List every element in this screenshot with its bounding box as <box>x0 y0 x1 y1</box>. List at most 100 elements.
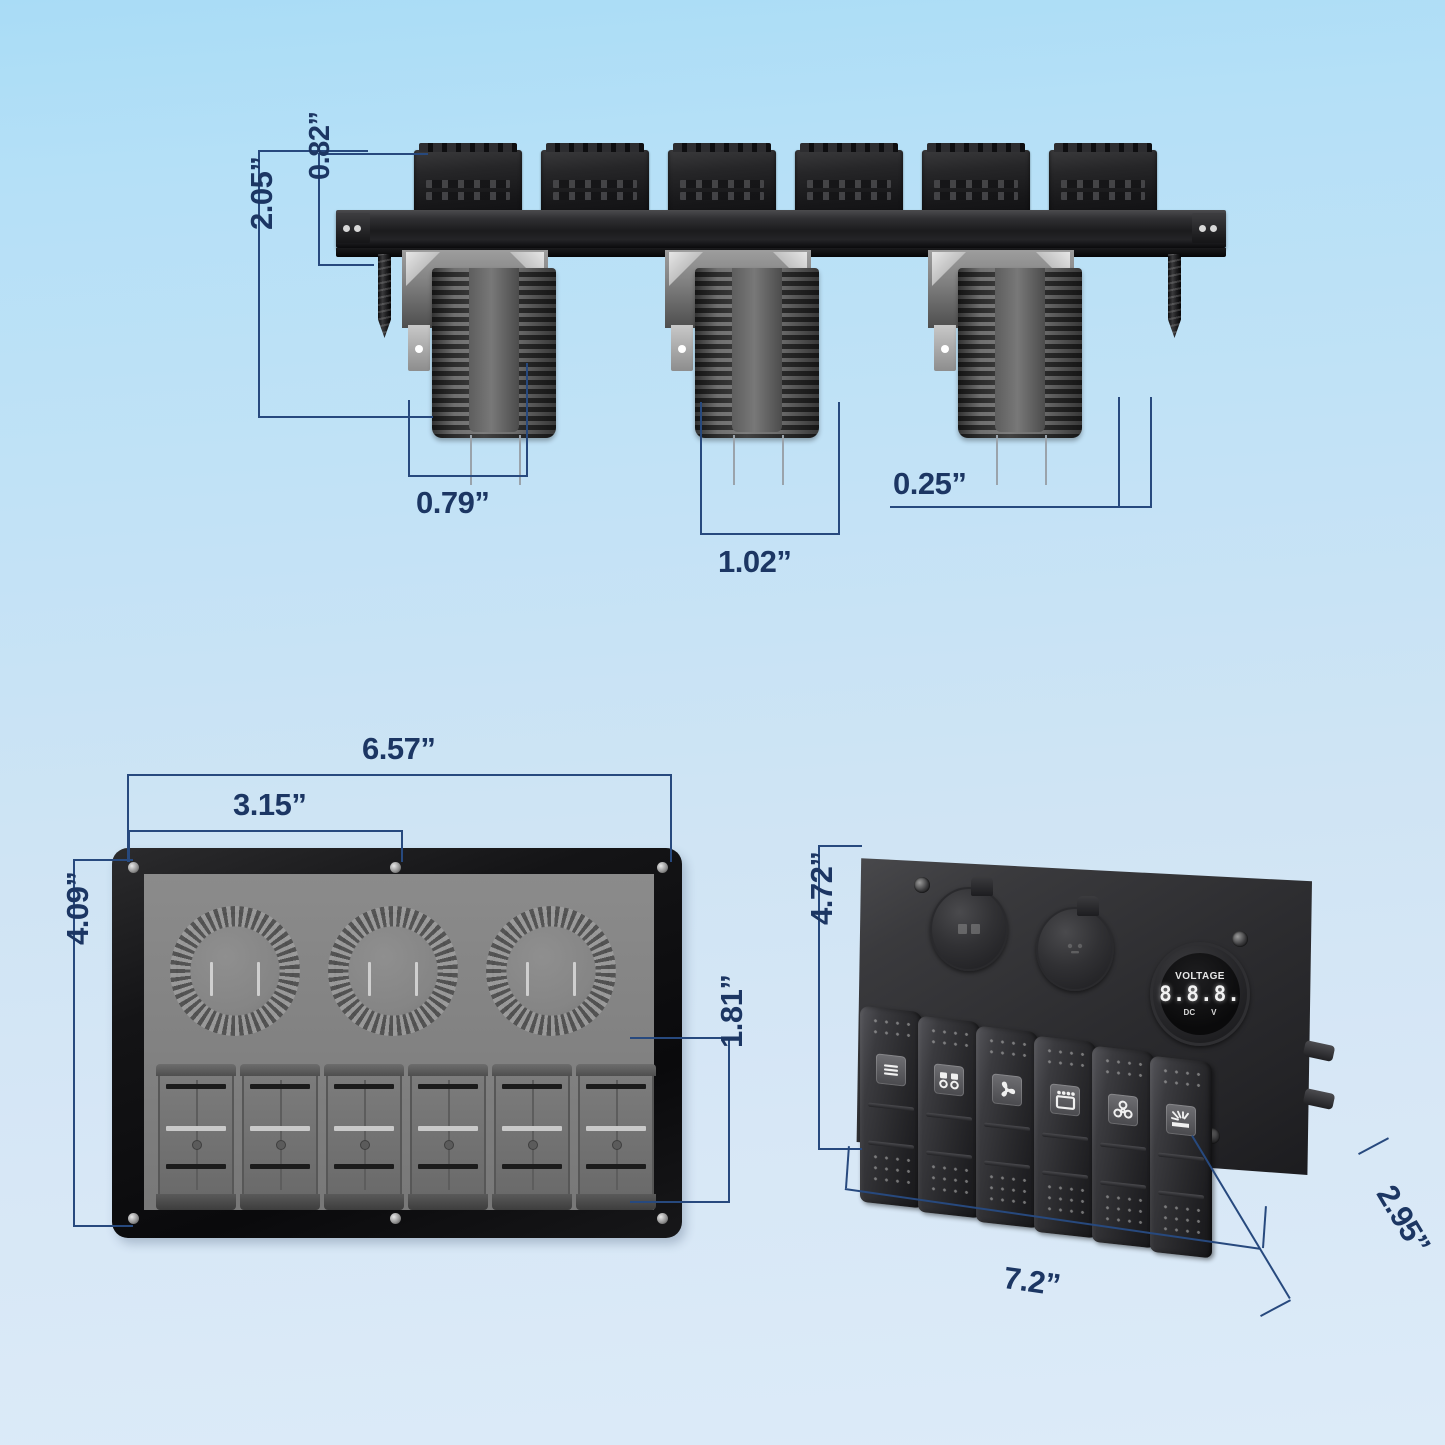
usb-icon <box>952 918 986 940</box>
switch-rear-body <box>1049 143 1157 229</box>
dimline-4-09-top-tick <box>73 859 133 861</box>
dual-lights-icon <box>934 1063 964 1097</box>
socket-pin <box>996 435 998 485</box>
rail-end-left <box>336 213 370 243</box>
mounting-screw <box>1168 254 1181 338</box>
voltmeter-digits: 8.8.8. <box>1159 982 1241 1006</box>
dimline-6-57-horizontal <box>127 774 672 776</box>
iso-rocker-switch-6 <box>1150 1055 1212 1259</box>
front-rocker-switch <box>492 1064 572 1210</box>
iso-view-panel: VOLTAGE 8.8.8. DC V <box>852 845 1336 1300</box>
dimline-3-15-left-tick <box>128 830 130 862</box>
dim-label-1-81: 1.81” <box>714 974 749 1048</box>
iso-mount-hole <box>914 877 930 893</box>
dimline-4-72-bottom-tick <box>818 1148 862 1150</box>
dim-label-0-82: 0.82” <box>304 111 336 180</box>
panel-screw <box>657 1213 668 1224</box>
dimline-2-05-vertical <box>258 150 260 418</box>
dimline-4-09-bottom-tick <box>73 1225 133 1227</box>
iso-rocker-switch-2 <box>918 1015 980 1219</box>
iso-rocker-switch-3 <box>976 1025 1038 1229</box>
dimline-0-82-vertical <box>318 153 320 266</box>
dim-label-2-95: 2.95” <box>1369 1178 1438 1260</box>
dimline-0-25-left-tick <box>1118 397 1120 508</box>
mounting-screw <box>378 254 391 338</box>
dimline-2-95-bottom-tick <box>1260 1299 1291 1317</box>
biohazard-icon <box>1108 1093 1138 1127</box>
power-socket-icon <box>1058 938 1092 960</box>
dimline-1-81-bottom-tick <box>630 1201 730 1203</box>
dimline-1-81-vertical <box>728 1037 730 1203</box>
fan-icon <box>992 1073 1022 1107</box>
front-rocker-switch <box>324 1064 404 1210</box>
terminal-tab <box>671 325 693 371</box>
front-socket <box>328 906 458 1036</box>
socket-barrel <box>432 268 556 438</box>
front-rocker-switch <box>240 1064 320 1210</box>
socket-barrel <box>695 268 819 438</box>
socket-pin <box>1045 435 1047 485</box>
dimline-3-15-horizontal <box>128 830 403 832</box>
dimline-0-79-left-tick <box>408 400 410 476</box>
front-rocker-switch <box>156 1064 236 1210</box>
socket-barrel <box>958 268 1082 438</box>
dim-label-3-15: 3.15” <box>233 787 307 822</box>
socket-pin <box>733 435 735 485</box>
dimline-3-15-right-tick <box>401 830 403 862</box>
top-rear-view <box>336 143 1226 485</box>
dimline-0-82-bottom-tick <box>318 264 374 266</box>
rail-end-right <box>1192 213 1226 243</box>
socket-pin <box>782 435 784 485</box>
cover-hinge-tab <box>1076 896 1099 916</box>
terminal-tab <box>408 325 430 371</box>
dim-label-7-2: 7.2” <box>1001 1260 1063 1303</box>
socket-pin <box>470 435 472 485</box>
cigarette-socket-cover <box>1036 896 1114 991</box>
dimline-2-05-top-tick <box>258 150 368 152</box>
dimline-0-25-horizontal <box>890 506 1152 508</box>
dimline-7-2-left-tick <box>845 1146 850 1189</box>
dimline-4-72-vertical <box>818 845 820 1150</box>
voltmeter-face: VOLTAGE 8.8.8. DC V <box>1159 953 1241 1035</box>
switch-rear-body <box>414 143 522 229</box>
usb-socket-cover <box>930 876 1008 971</box>
iso-rocker-switch-1 <box>860 1005 922 1209</box>
voltmeter-title: VOLTAGE <box>1175 971 1225 982</box>
dimline-1-02-left-tick <box>700 402 702 535</box>
panel-screw <box>128 862 139 873</box>
voltmeter-gauge: VOLTAGE 8.8.8. DC V <box>1150 942 1250 1046</box>
dim-label-0-79: 0.79” <box>416 485 490 520</box>
dimline-0-82-top-tick <box>318 153 428 155</box>
dimline-4-09-vertical <box>73 859 75 1227</box>
panel-screw <box>390 1213 401 1224</box>
light-bar-icon <box>1050 1083 1080 1117</box>
front-rocker-switch <box>408 1064 488 1210</box>
front-rocker-switch <box>576 1064 656 1210</box>
voltmeter-dc-label: DC <box>1183 1008 1196 1017</box>
front-socket <box>170 906 300 1036</box>
dimline-6-57-left-tick <box>127 774 129 862</box>
dimline-1-02-right-tick <box>838 402 840 535</box>
dimline-1-81-top-tick <box>630 1037 730 1039</box>
iso-rocker-switch-4 <box>1034 1035 1096 1239</box>
front-socket <box>486 906 616 1036</box>
switch-rear-body <box>541 143 649 229</box>
dimline-0-25-right-tick <box>1150 397 1152 508</box>
dim-label-4-09: 4.09” <box>60 871 95 945</box>
dimline-1-02-horizontal <box>700 533 840 535</box>
panel-rail <box>336 210 1226 257</box>
panel-faceplate <box>144 874 656 1210</box>
dim-label-4-72: 4.72” <box>804 851 839 925</box>
socket-pin <box>519 435 521 485</box>
dimline-6-57-right-tick <box>670 774 672 862</box>
dim-label-0-25: 0.25” <box>893 466 967 501</box>
dim-label-1-02: 1.02” <box>718 544 792 579</box>
dimline-4-72-top-tick <box>818 845 862 847</box>
dim-label-6-57: 6.57” <box>362 731 436 766</box>
dimline-2-05-bottom-tick <box>258 416 433 418</box>
spot-light-icon <box>1166 1103 1196 1137</box>
dimline-2-95-top-tick <box>1358 1137 1389 1155</box>
panel-screw <box>657 862 668 873</box>
cover-hinge-tab <box>970 876 993 896</box>
